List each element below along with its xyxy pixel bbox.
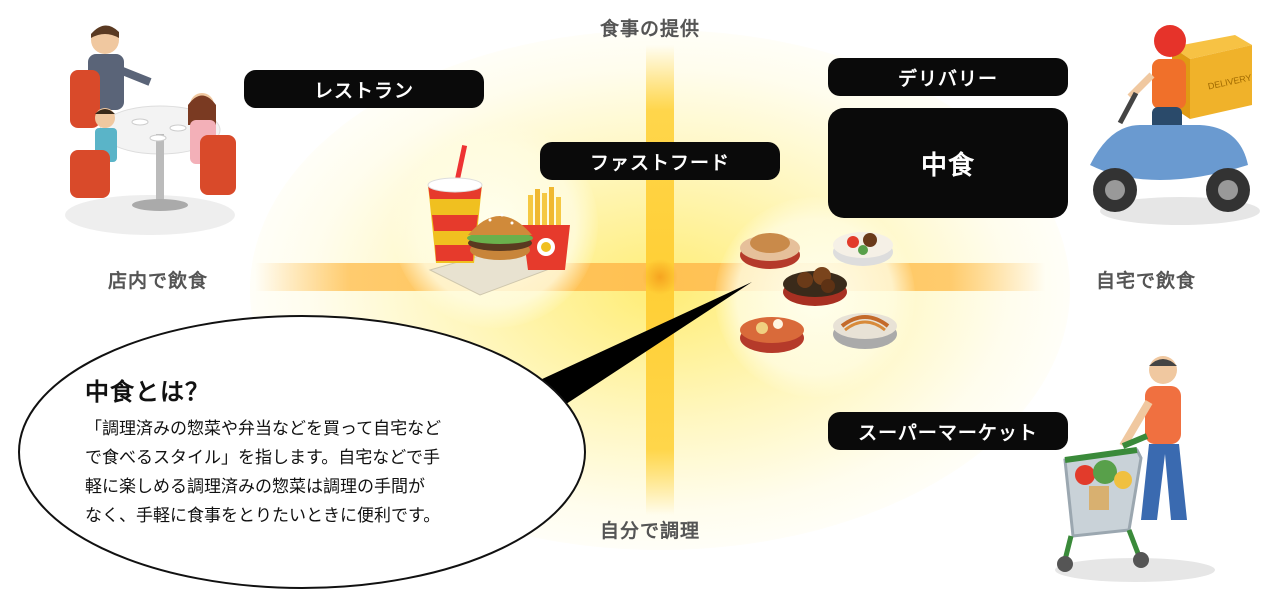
callout-text: 中食とは？ 「調理済みの惣菜や弁当などを買って自宅など で食べるスタイル」を指し… xyxy=(85,372,555,531)
restaurant-family-illustration xyxy=(65,25,236,235)
callout-body: 「調理済みの惣菜や弁当などを買って自宅など で食べるスタイル」を指します。自宅な… xyxy=(85,415,555,531)
axis-label-top: 食事の提供 xyxy=(600,18,701,40)
label-delivery: デリバリー xyxy=(828,58,1068,96)
delivery-scooter-illustration: DELIVERY xyxy=(1090,25,1260,225)
callout-line: なく、手軽に食事をとりたいときに便利です。 xyxy=(85,506,441,526)
nakashoku-dishes-illustration xyxy=(740,232,897,353)
axis-label-right: 自宅で飲食 xyxy=(1096,270,1197,292)
callout-line: で食べるスタイル」を指します。自宅などで手 xyxy=(85,448,440,468)
callout-title: 中食とは？ xyxy=(85,378,210,406)
axis-label-left: 店内で飲食 xyxy=(108,270,209,292)
fastfood-illustration xyxy=(427,145,570,296)
axis-center xyxy=(642,259,678,295)
callout-line: 「調理済みの惣菜や弁当などを買って自宅など xyxy=(85,419,442,439)
label-restaurant: レストラン xyxy=(244,70,484,108)
axis-label-bottom: 自分で調理 xyxy=(600,520,701,542)
supermarket-shopper-illustration xyxy=(1055,356,1215,582)
label-nakashoku: 中食 xyxy=(828,108,1068,218)
label-fastfood: ファストフード xyxy=(540,142,780,180)
label-supermarket: スーパーマーケット xyxy=(828,412,1068,450)
callout-line: 軽に楽しめる調理済みの惣菜は調理の手間が xyxy=(85,477,425,497)
